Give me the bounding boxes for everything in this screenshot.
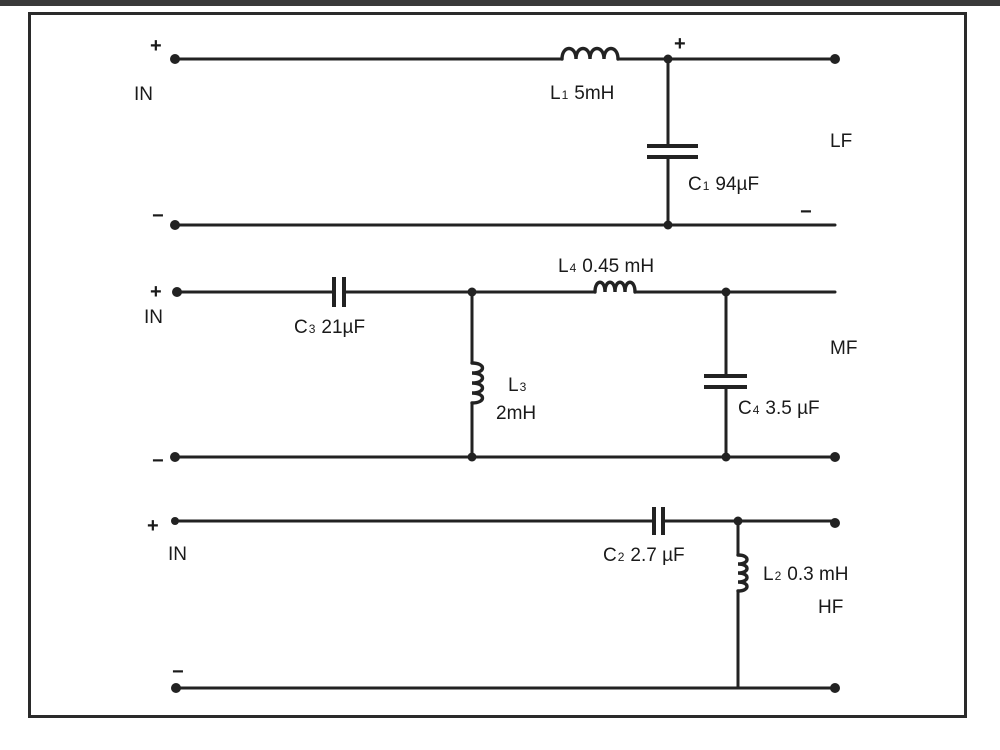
lf-in-plus-sign: +: [150, 35, 162, 57]
mf-junction-c4-top: [721, 287, 731, 297]
top-border: [0, 0, 1000, 6]
l3-label: L3: [508, 375, 527, 396]
l4-label: L4 0.45 mH: [558, 256, 654, 277]
l1-value: 5mH: [574, 83, 614, 104]
l3-value: 2mH: [496, 403, 536, 424]
mf-band-label: MF: [830, 338, 857, 359]
l3-subscript: 3: [520, 380, 527, 394]
c4-value: 3.5 µF: [765, 398, 819, 419]
l4-subscript: 4: [570, 261, 577, 275]
lf-in-label: IN: [134, 84, 153, 105]
l3-symbol: L: [508, 375, 519, 396]
mf-in-label: IN: [144, 307, 163, 328]
hf-out-minus-terminal: [830, 683, 840, 693]
hf-in-minus-sign: −: [172, 661, 184, 683]
l2-inductor: [736, 553, 749, 593]
l2-symbol: L: [763, 564, 774, 585]
mf-in-minus-sign: −: [152, 450, 164, 472]
l4-symbol: L: [558, 256, 569, 277]
c2-subscript: 2: [618, 550, 625, 564]
c4-label: C4 3.5 µF: [738, 398, 820, 419]
lf-out-plus-sign: +: [674, 33, 686, 55]
mf-out-minus-terminal: [830, 452, 840, 462]
c3-label: C3 21µF: [294, 317, 365, 338]
c2-symbol: C: [603, 545, 617, 566]
mf-junction-l3-top: [467, 287, 477, 297]
lf-junction-top: [663, 54, 673, 64]
hf-band-label: HF: [818, 597, 843, 618]
l2-subscript: 2: [775, 569, 782, 583]
l1-symbol: L: [550, 83, 561, 104]
c3-subscript: 3: [309, 322, 316, 336]
c4-symbol: C: [738, 398, 752, 419]
lf-junction-bottom: [663, 220, 673, 230]
l2-label: L2 0.3 mH: [763, 564, 849, 585]
hf-out-plus-terminal: [830, 518, 840, 528]
lf-out-plus-terminal: [830, 54, 840, 64]
c1-subscript: 1: [703, 179, 710, 193]
c1-value: 94µF: [715, 174, 759, 195]
mf-in-plus-terminal: [172, 287, 182, 297]
mf-in-minus-terminal: [170, 452, 180, 462]
c3-symbol: C: [294, 317, 308, 338]
lf-band-label: LF: [830, 131, 852, 152]
hf-in-minus-terminal: [171, 683, 181, 693]
mf-junction-c4-bottom: [721, 452, 731, 462]
hf-junction-l2-top: [733, 516, 743, 526]
l1-label: L1 5mH: [550, 83, 614, 104]
c1-symbol: C: [688, 174, 702, 195]
hf-in-plus-sign: +: [147, 515, 159, 537]
mf-junction-l3-bottom: [467, 452, 477, 462]
lf-in-minus-terminal: [170, 220, 180, 230]
mf-in-plus-sign: +: [150, 281, 162, 303]
c2-value: 2.7 µF: [630, 545, 684, 566]
lf-in-minus-sign: −: [152, 205, 164, 227]
hf-in-label: IN: [168, 544, 187, 565]
c4-subscript: 4: [753, 403, 760, 417]
l1-subscript: 1: [562, 88, 569, 102]
lf-in-plus-terminal: [170, 54, 180, 64]
l1-inductor: [560, 46, 620, 61]
c2-label: C2 2.7 µF: [603, 545, 685, 566]
l4-value: 0.45 mH: [582, 256, 654, 277]
l3-inductor: [470, 361, 485, 405]
l4-inductor: [593, 280, 637, 294]
diagram-frame: [28, 12, 967, 718]
lf-out-minus-sign: −: [800, 201, 812, 223]
hf-in-plus-terminal: [171, 517, 179, 525]
l2-value: 0.3 mH: [787, 564, 848, 585]
c3-value: 21µF: [321, 317, 365, 338]
c1-label: C1 94µF: [688, 174, 759, 195]
